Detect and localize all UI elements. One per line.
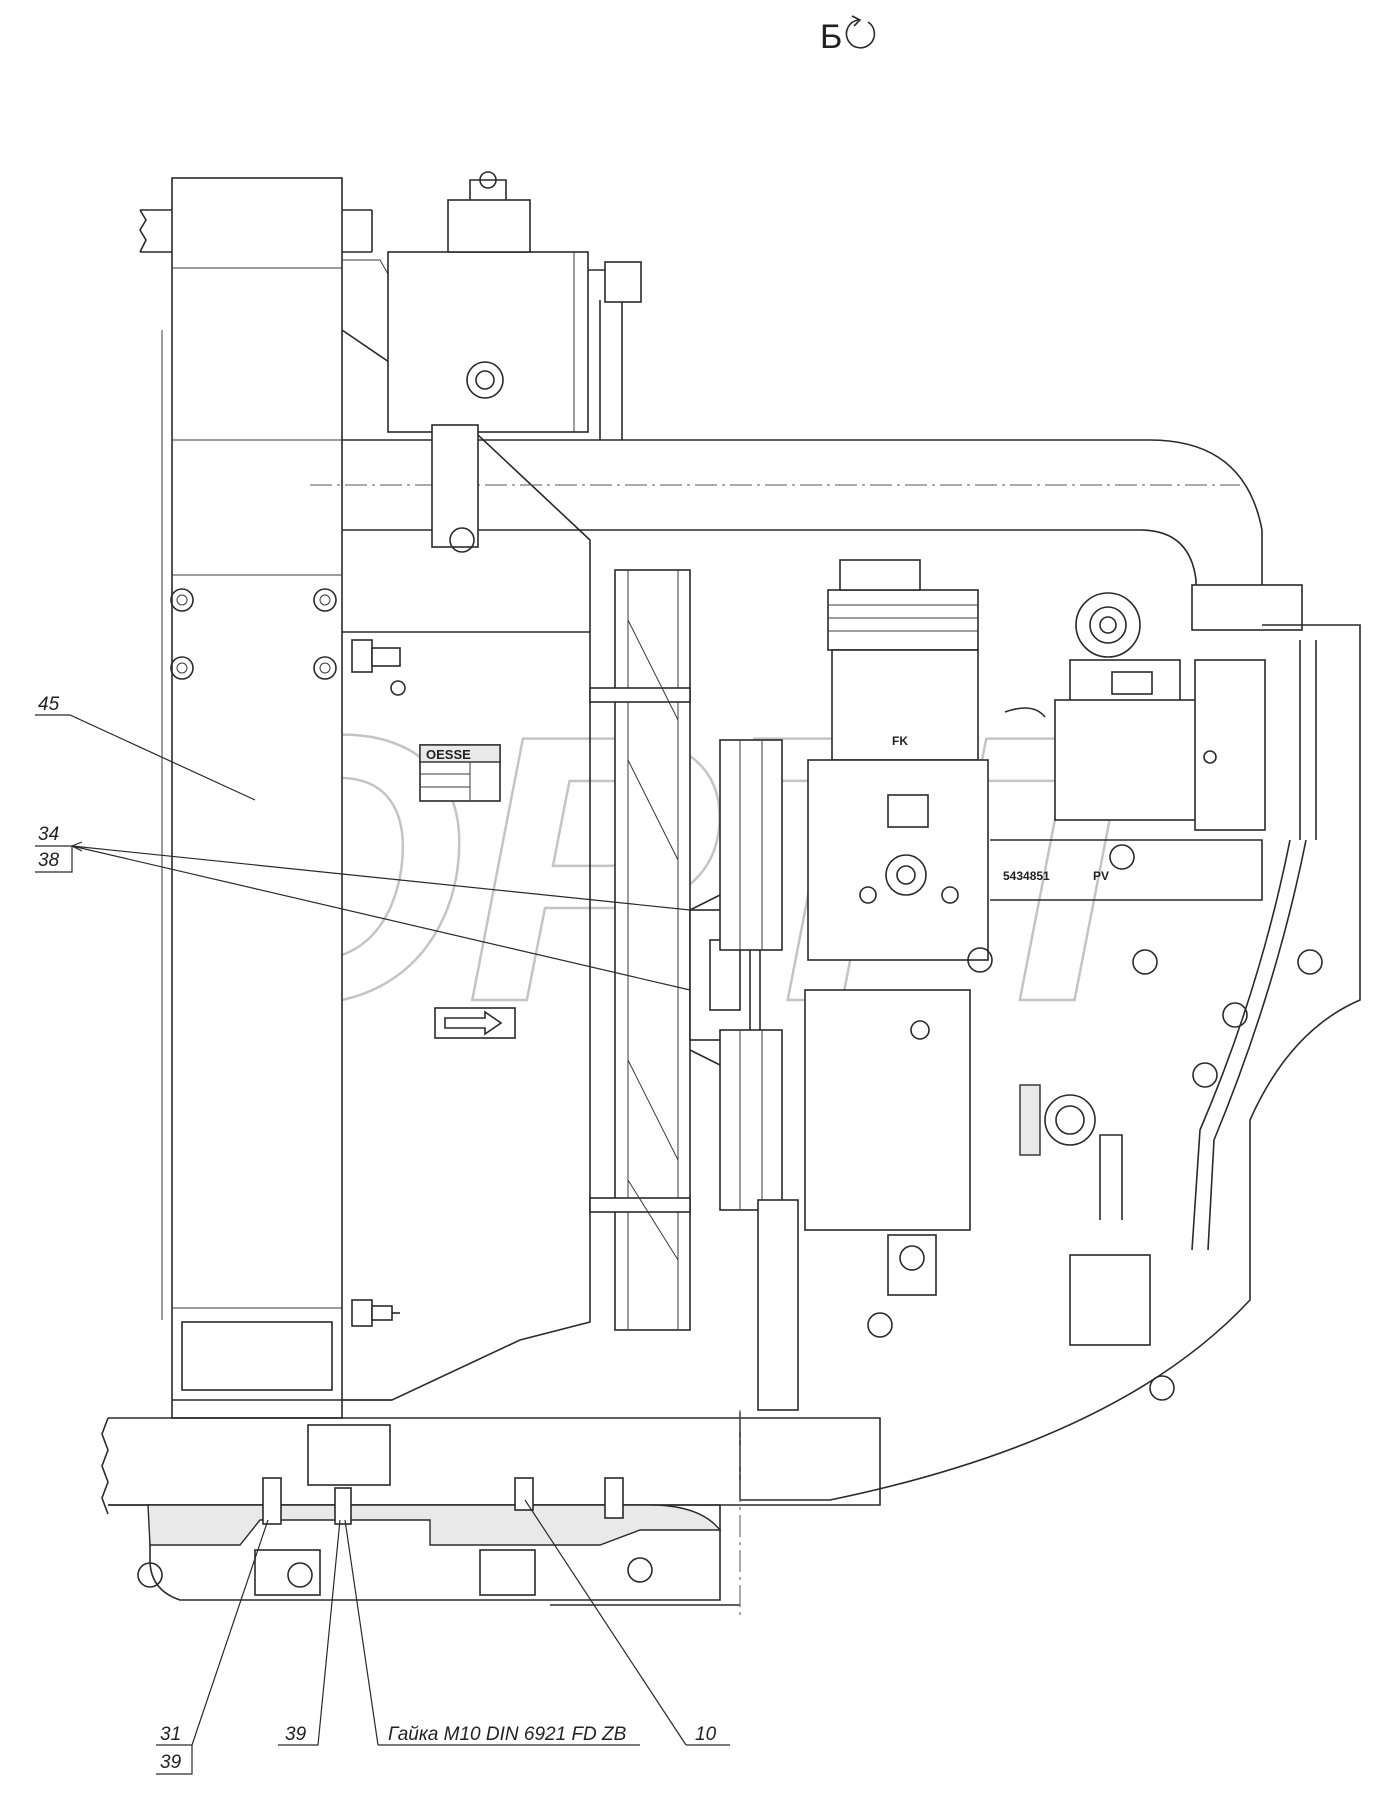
frame-bolts — [262, 1477, 624, 1525]
nameplate-brand: OESSE — [426, 747, 471, 762]
callout-10: 10 — [524, 1499, 730, 1746]
engine-block — [739, 624, 1361, 1501]
callout-34-38: 34 38 — [35, 824, 691, 991]
svg-text:39: 39 — [160, 1752, 182, 1773]
coolant-pipe — [310, 424, 1303, 631]
svg-text:10: 10 — [695, 1724, 717, 1745]
callout-45: 45 — [35, 694, 256, 801]
svg-text:31: 31 — [160, 1724, 181, 1745]
svg-text:38: 38 — [38, 850, 60, 871]
radiator-bolts — [170, 588, 337, 680]
part-number-marking: 5434851 — [1003, 869, 1050, 883]
callout-39: 39 — [278, 1519, 341, 1746]
callouts: 45 34 38 31 39 39 Гайка М10 DIN 6921 FD … — [35, 694, 730, 1775]
air-compressor: FK 5434851 PV — [807, 559, 1109, 961]
fan-shroud — [341, 259, 591, 1401]
svg-text:39: 39 — [285, 1724, 307, 1745]
rotation-direction-icon — [1004, 707, 1046, 718]
expansion-tank — [387, 171, 642, 440]
view-label: Б — [820, 15, 876, 56]
fan — [589, 569, 799, 1411]
control-valve — [1054, 592, 1266, 831]
svg-text:Гайка М10 DIN 6921 FD ZB: Гайка М10 DIN 6921 FD ZB — [388, 1724, 627, 1745]
lower-frame — [101, 1410, 881, 1620]
flow-arrow-icon — [434, 1007, 516, 1039]
svg-text:34: 34 — [38, 824, 59, 845]
rotation-arrow-icon — [845, 19, 876, 49]
callout-31-39: 31 39 — [156, 1519, 269, 1775]
nameplate: OESSE — [419, 744, 501, 802]
callout-nut: Гайка М10 DIN 6921 FD ZB — [344, 1519, 640, 1746]
radiator — [161, 177, 392, 1419]
view-label-text: Б — [820, 18, 842, 56]
rotation-arrowhead-icon — [851, 15, 862, 27]
compressor-marking: FK — [892, 734, 908, 748]
svg-text:45: 45 — [38, 694, 60, 715]
part-suffix-marking: PV — [1093, 869, 1109, 883]
